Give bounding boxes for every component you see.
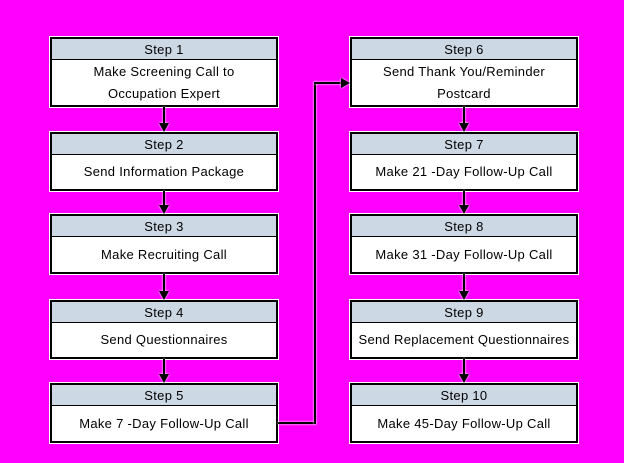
step-box-2: Step 2 Send Information Package: [49, 131, 279, 192]
step-5-title: Step 5: [144, 387, 184, 403]
step-1-title: Step 1: [144, 41, 184, 57]
step-box-5: Step 5 Make 7 -Day Follow-Up Call: [49, 382, 279, 444]
arrow-shaft: [463, 191, 465, 205]
step-10-label: Make 45-Day Follow-Up Call: [377, 415, 551, 431]
arrow-shaft: [463, 359, 465, 374]
connector-step5-to-step6-top-segment: [314, 82, 341, 84]
step-1-label: Make Screening Call to Occupation Expert: [93, 63, 235, 101]
step-8-title: Step 8: [444, 218, 484, 234]
arrow-shaft: [163, 274, 165, 291]
arrow-shaft: [463, 274, 465, 291]
step-9-title: Step 9: [444, 304, 484, 320]
arrow-step6-to-step7: [458, 107, 470, 132]
arrow-step1-to-step2: [158, 107, 170, 132]
step-box-3: Step 3 Make Recruiting Call: [49, 213, 279, 275]
arrow-shaft: [163, 107, 165, 123]
step-3-header: Step 3: [52, 216, 276, 237]
step-box-9: Step 9 Send Replacement Questionnaires: [349, 299, 579, 360]
arrow-step8-to-step9: [458, 274, 470, 300]
step-4-title: Step 4: [144, 304, 184, 320]
arrow-step3-to-step4: [158, 274, 170, 300]
step-10-title: Step 10: [440, 387, 488, 403]
arrow-down-icon: [459, 205, 469, 214]
arrow-shaft: [163, 359, 165, 374]
step-3-label: Make Recruiting Call: [101, 246, 227, 262]
step-5-label: Make 7 -Day Follow-Up Call: [79, 415, 249, 431]
step-box-1: Step 1 Make Screening Call to Occupation…: [49, 36, 279, 108]
step-3-title: Step 3: [144, 218, 184, 234]
arrow-step4-to-step5: [158, 359, 170, 383]
step-2-header: Step 2: [52, 134, 276, 155]
step-7-label: Make 21 -Day Follow-Up Call: [375, 164, 553, 179]
arrow-shaft: [463, 107, 465, 123]
connector-step5-to-step6-vertical-segment: [314, 82, 316, 424]
arrow-down-icon: [159, 374, 169, 383]
step-box-7: Step 7 Make 21 -Day Follow-Up Call: [349, 131, 579, 192]
step-7-header: Step 7: [352, 134, 576, 155]
step-box-10: Step 10 Make 45-Day Follow-Up Call: [349, 382, 579, 444]
arrow-right-icon: [341, 78, 350, 88]
step-4-label: Send Questionnaires: [100, 332, 228, 347]
step-6-header: Step 6: [352, 39, 576, 60]
step-2-label: Send Information Package: [83, 164, 245, 179]
step-box-6: Step 6 Send Thank You/Reminder Postcard: [349, 36, 579, 108]
arrow-down-icon: [459, 374, 469, 383]
step-1-header: Step 1: [52, 39, 276, 60]
arrow-down-icon: [459, 291, 469, 300]
arrow-shaft: [163, 191, 165, 205]
step-6-label: Send Thank You/Reminder Postcard: [382, 63, 546, 101]
connector-step5-to-step6-bottom-segment: [278, 422, 316, 424]
step-9-header: Step 9: [352, 302, 576, 323]
arrow-down-icon: [159, 123, 169, 132]
step-box-8: Step 8 Make 31 -Day Follow-Up Call: [349, 213, 579, 275]
step-9-label: Send Replacement Questionnaires: [358, 332, 570, 347]
step-10-header: Step 10: [352, 385, 576, 406]
arrow-down-icon: [159, 205, 169, 214]
arrow-down-icon: [159, 291, 169, 300]
arrow-step7-to-step8: [458, 191, 470, 214]
arrow-step2-to-step3: [158, 191, 170, 214]
arrow-down-icon: [459, 123, 469, 132]
step-8-label: Make 31 -Day Follow-Up Call: [375, 246, 553, 262]
step-6-title: Step 6: [444, 41, 484, 57]
arrow-step9-to-step10: [458, 359, 470, 383]
step-5-header: Step 5: [52, 385, 276, 406]
step-8-header: Step 8: [352, 216, 576, 237]
step-4-header: Step 4: [52, 302, 276, 323]
step-2-title: Step 2: [144, 136, 184, 152]
step-7-title: Step 7: [444, 136, 484, 152]
step-box-4: Step 4 Send Questionnaires: [49, 299, 279, 360]
